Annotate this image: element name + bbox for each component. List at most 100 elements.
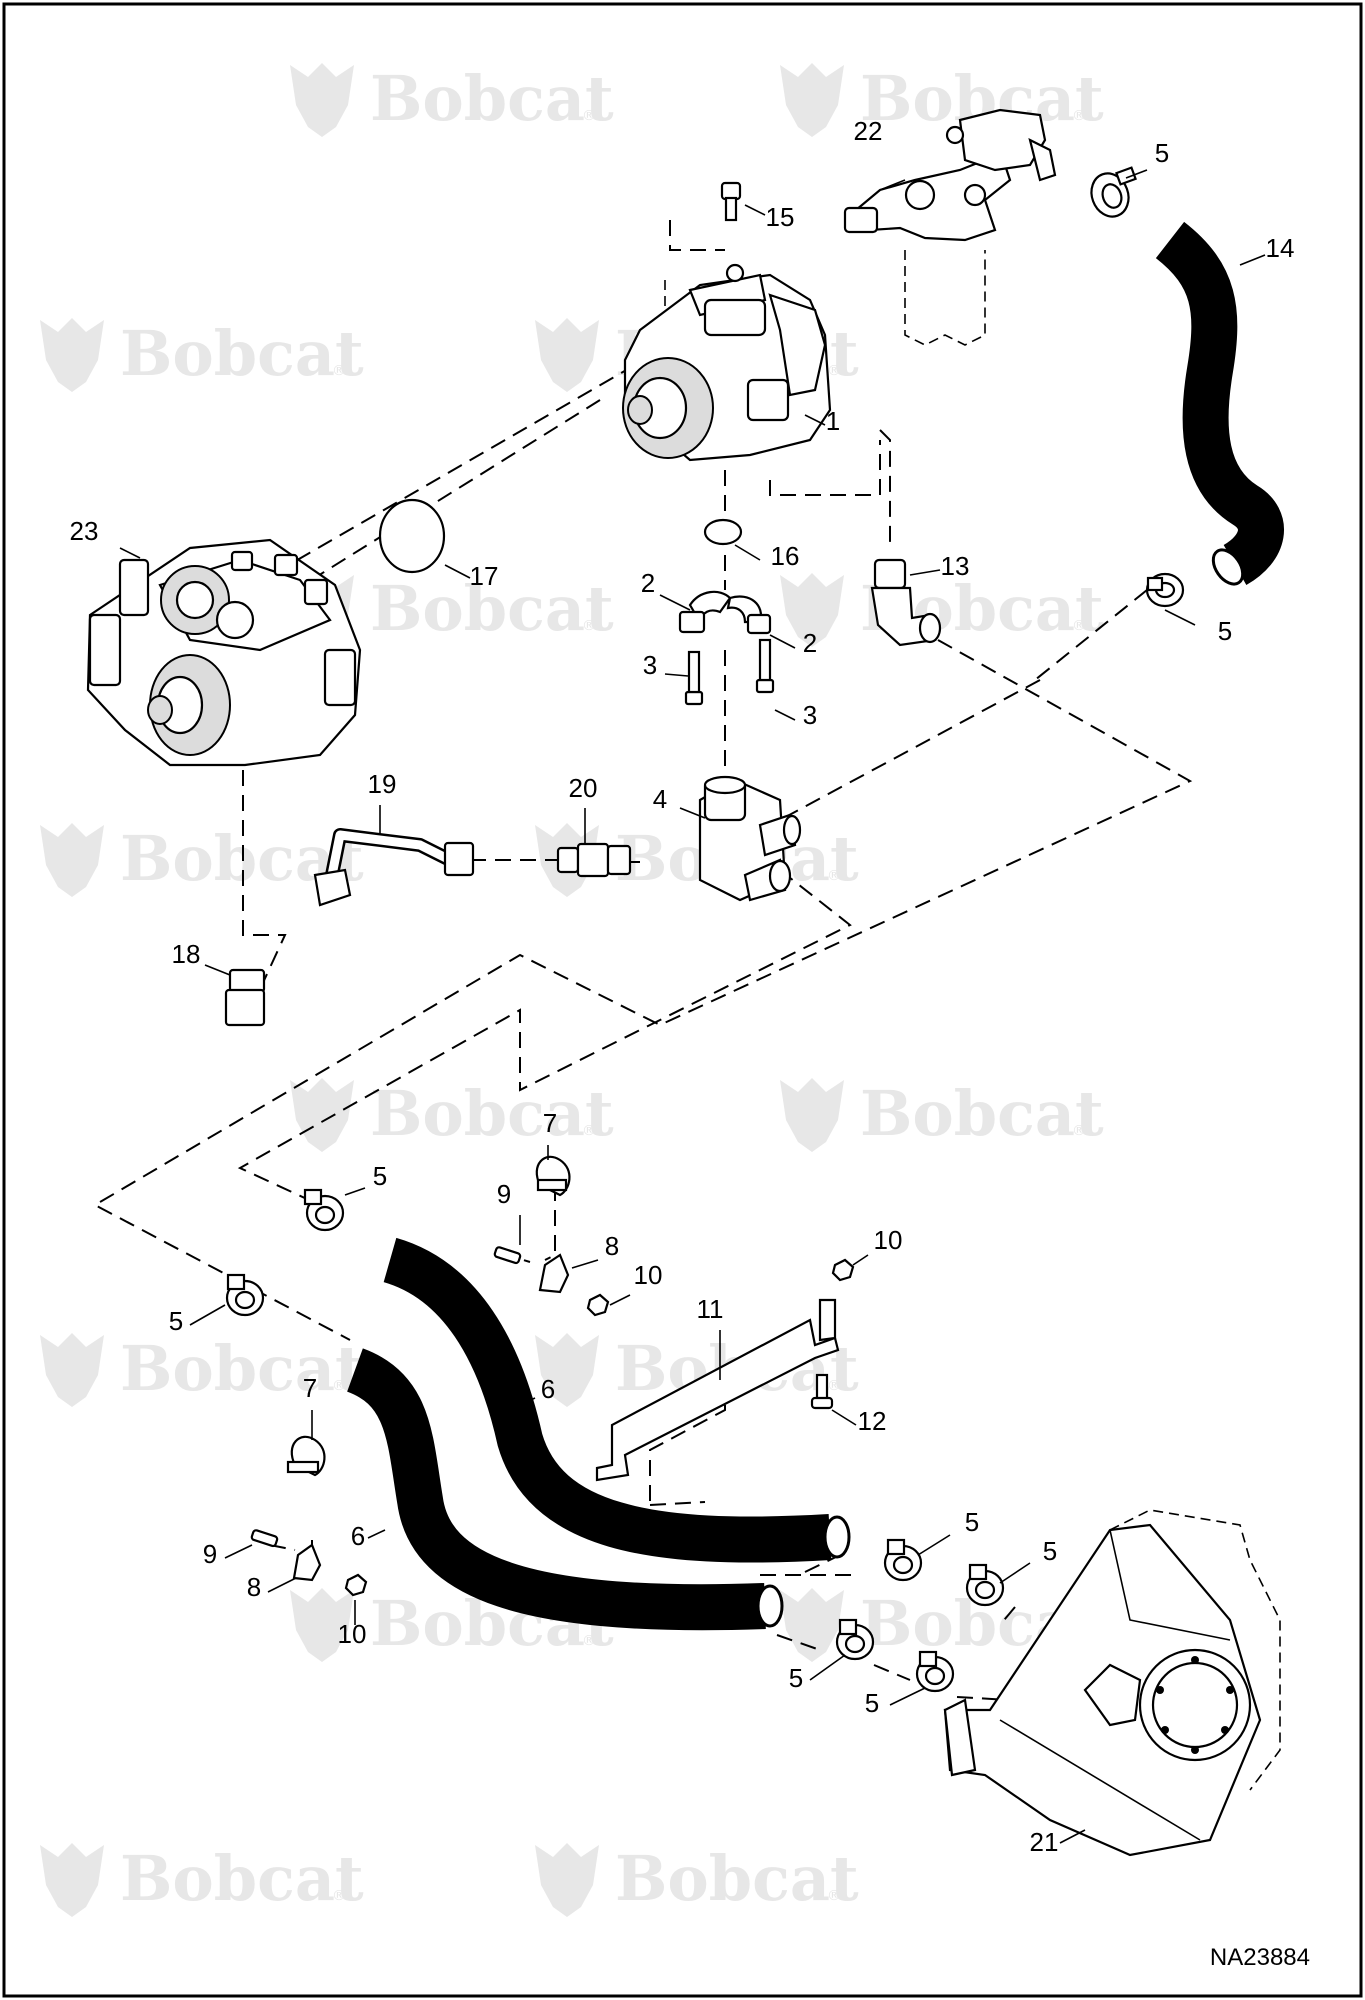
watermark-registered-mark: ® xyxy=(332,1888,346,1904)
watermark-registered-mark: ® xyxy=(582,1633,596,1649)
callout-c11: 11 xyxy=(697,1294,724,1324)
watermark-brand: Bobcat xyxy=(370,1077,614,1150)
bobcat-logo-icon xyxy=(780,1588,844,1662)
hose-6-upper xyxy=(382,1237,851,1563)
callout-c13: 13 xyxy=(941,551,970,581)
callout-c7a: 7 xyxy=(543,1108,557,1138)
bobcat-logo-icon xyxy=(40,1333,104,1407)
callout-c5b: 5 xyxy=(1218,616,1232,646)
clamp-5-top xyxy=(1090,166,1137,218)
clamp-5-lower-3 xyxy=(883,1538,923,1582)
callout-labels: 1223345555555566778899101010111213141516… xyxy=(70,116,1295,1857)
fitting-20 xyxy=(556,842,632,878)
watermark-brand: Bobcat xyxy=(120,1842,364,1915)
nut-10-b xyxy=(831,1258,855,1282)
clamp-7-upper xyxy=(535,1155,571,1197)
callout-c16: 16 xyxy=(771,541,800,571)
bobcat-logo-icon xyxy=(780,63,844,137)
callout-c2a: 2 xyxy=(641,568,655,598)
watermark-registered-mark: ® xyxy=(332,363,346,379)
watermark-registered-mark: ® xyxy=(582,1123,596,1139)
callout-c3b: 3 xyxy=(803,700,817,730)
bracket-8-lower xyxy=(292,1543,322,1582)
hose-14 xyxy=(1155,221,1284,586)
callout-c10c: 10 xyxy=(338,1619,367,1649)
bolts-3 xyxy=(684,638,775,706)
drawing-code: NA23884 xyxy=(1210,1944,1310,1971)
bobcat-logo-icon xyxy=(290,63,354,137)
pump-1 xyxy=(622,263,832,462)
callout-c6a: 6 xyxy=(541,1374,555,1404)
bobcat-logo-icon xyxy=(535,318,599,392)
callout-c12: 12 xyxy=(858,1406,887,1436)
callout-c9a: 9 xyxy=(497,1179,511,1209)
clamp-5-lower-6 xyxy=(915,1650,955,1693)
callout-c5d: 5 xyxy=(169,1306,183,1336)
watermark-brand: Bobcat xyxy=(370,62,614,135)
clamp-5-lower-1 xyxy=(303,1188,345,1232)
callout-c23: 23 xyxy=(70,516,99,546)
bracket-11 xyxy=(595,1298,840,1482)
clamp-5-lower-5 xyxy=(835,1618,875,1661)
bolt-9-upper xyxy=(493,1246,522,1265)
callout-c21: 21 xyxy=(1030,1827,1059,1857)
watermark-tile: Bobcat® xyxy=(535,1842,859,1917)
watermark-registered-mark: ® xyxy=(1072,1123,1086,1139)
bobcat-logo-icon xyxy=(780,1078,844,1152)
clamp-5-lower-2 xyxy=(225,1273,265,1317)
callout-c20: 20 xyxy=(569,773,598,803)
tube-19 xyxy=(313,828,475,907)
watermark-brand: Bobcat xyxy=(120,317,364,390)
bolt-12 xyxy=(810,1373,834,1410)
watermark-tile: Bobcat® xyxy=(40,1332,364,1407)
callout-c1: 1 xyxy=(826,406,840,436)
watermark-tile: Bobcat® xyxy=(290,62,614,137)
callout-c4: 4 xyxy=(653,784,667,814)
watermark-registered-mark: ® xyxy=(1072,108,1086,124)
watermark-registered-mark: ® xyxy=(1072,618,1086,634)
watermark-registered-mark: ® xyxy=(582,618,596,634)
callout-c10b: 10 xyxy=(634,1260,663,1290)
flange-2 xyxy=(678,590,772,635)
watermark-registered-mark: ® xyxy=(827,363,841,379)
nut-10-c xyxy=(344,1573,368,1597)
filter-head-22 xyxy=(843,108,1057,346)
watermark-registered-mark: ® xyxy=(827,868,841,884)
bobcat-logo-icon xyxy=(40,823,104,897)
bobcat-logo-icon xyxy=(40,1843,104,1917)
watermark-registered-mark: ® xyxy=(582,108,596,124)
callout-c22: 22 xyxy=(854,116,883,146)
watermark-registered-mark: ® xyxy=(827,1888,841,1904)
bobcat-logo-icon xyxy=(780,573,844,647)
elbow-13 xyxy=(870,558,942,647)
watermark-brand: Bobcat xyxy=(615,1842,859,1915)
watermark-brand: Bobcat xyxy=(370,572,614,645)
callout-c8b: 8 xyxy=(247,1572,261,1602)
bobcat-logo-icon xyxy=(290,1078,354,1152)
callout-c18: 18 xyxy=(172,939,201,969)
callout-c5c: 5 xyxy=(373,1161,387,1191)
bobcat-logo-icon xyxy=(40,318,104,392)
fitting-18 xyxy=(224,968,266,1027)
watermark-tile: Bobcat® xyxy=(40,1842,364,1917)
nut-10-a xyxy=(586,1293,610,1317)
leader-lines xyxy=(119,169,1266,1844)
callout-c9b: 9 xyxy=(203,1539,217,1569)
watermark-tile: Bobcat® xyxy=(780,1077,1104,1152)
watermark-registered-mark: ® xyxy=(827,1378,841,1394)
callout-c2b: 2 xyxy=(803,628,817,658)
callout-c7b: 7 xyxy=(303,1373,317,1403)
callout-c3a: 3 xyxy=(643,650,657,680)
watermark-brand: Bobcat xyxy=(120,1332,364,1405)
bobcat-logo-icon xyxy=(290,1588,354,1662)
callout-c14: 14 xyxy=(1266,233,1295,263)
callout-c19: 19 xyxy=(368,769,397,799)
callout-c5h: 5 xyxy=(865,1688,879,1718)
clamp-5-lower-4 xyxy=(965,1563,1005,1607)
watermark-brand: Bobcat xyxy=(860,1077,1104,1150)
hose-6-lower xyxy=(346,1348,784,1631)
tee-4 xyxy=(698,775,802,902)
watermark-tile: Bobcat® xyxy=(780,62,1104,137)
